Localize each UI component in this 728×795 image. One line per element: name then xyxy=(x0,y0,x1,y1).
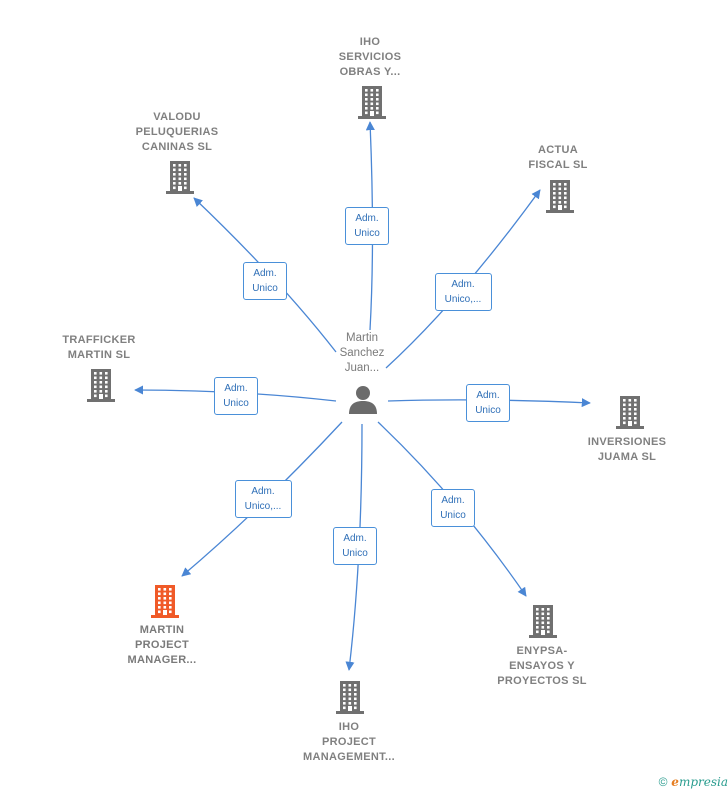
company-label-line: IHO xyxy=(359,36,381,48)
role-badge-iho-servicios[interactable]: Adm. Unico xyxy=(345,207,389,245)
role-badge-line: Adm. xyxy=(451,279,475,290)
copyright-icon: © xyxy=(658,775,668,789)
company-label-inversiones-juama[interactable]: INVERSIONES JUAMA SL xyxy=(567,435,687,465)
role-badge-line: Adm. xyxy=(476,390,500,401)
role-badge-line: Unico xyxy=(342,548,368,559)
role-badge-line: Adm. xyxy=(343,533,367,544)
company-label-line: VALODU xyxy=(153,111,201,123)
company-node-iho-servicios[interactable] xyxy=(357,85,387,124)
company-node-martin-project[interactable] xyxy=(150,584,180,623)
company-label-iho-project[interactable]: IHO PROJECT MANAGEMENT... xyxy=(289,720,409,765)
company-label-line: TRAFFICKER xyxy=(62,334,136,346)
company-label-trafficker[interactable]: TRAFFICKER MARTIN SL xyxy=(39,333,159,363)
empresia-logo-text: mpresia xyxy=(678,775,728,789)
role-badge-line: Adm. xyxy=(224,383,248,394)
company-node-valodu[interactable] xyxy=(165,160,195,199)
empresia-footer[interactable]: © empresia xyxy=(659,775,728,789)
role-badge-valodu[interactable]: Adm. Unico xyxy=(243,262,287,300)
company-label-line: MANAGER... xyxy=(127,654,197,666)
center-person-label[interactable]: Martin Sanchez Juan... xyxy=(322,331,402,376)
company-node-enypsa[interactable] xyxy=(528,604,558,643)
company-label-line: IHO xyxy=(338,721,360,733)
company-label-actua-fiscal[interactable]: ACTUA FISCAL SL xyxy=(498,143,618,173)
company-node-actua-fiscal[interactable] xyxy=(545,179,575,218)
company-label-line: SERVICIOS xyxy=(338,51,402,63)
role-badge-line: Unico xyxy=(475,405,501,416)
role-badge-iho-project[interactable]: Adm. Unico xyxy=(333,527,377,565)
role-badge-actua-fiscal[interactable]: Adm. Unico,... xyxy=(434,273,492,311)
building-icon xyxy=(166,161,194,194)
role-badge-line: Unico xyxy=(440,510,466,521)
company-label-martin-project[interactable]: MARTIN PROJECT MANAGER... xyxy=(102,623,222,668)
role-badge-enypsa[interactable]: Adm. Unico xyxy=(431,489,475,527)
role-badge-line: Adm. xyxy=(251,486,275,497)
company-label-line: ENYPSA- xyxy=(516,645,568,657)
company-label-line: CANINAS SL xyxy=(141,141,213,153)
company-node-inversiones-juama[interactable] xyxy=(615,395,645,434)
building-icon xyxy=(336,681,364,714)
role-badge-martin-project[interactable]: Adm. Unico,... xyxy=(234,480,292,518)
company-label-line: PROYECTOS SL xyxy=(497,675,587,687)
company-label-line: OBRAS Y... xyxy=(339,66,401,78)
building-icon xyxy=(358,86,386,119)
role-badge-line: Adm. xyxy=(355,213,379,224)
center-label-line: Sanchez xyxy=(339,347,385,359)
company-label-iho-servicios[interactable]: IHO SERVICIOS OBRAS Y... xyxy=(310,35,430,80)
building-icon xyxy=(151,585,179,618)
company-label-line: ENSAYOS Y xyxy=(509,660,575,672)
role-badge-line: Adm. xyxy=(441,495,465,506)
company-label-line: ACTUA xyxy=(538,144,578,156)
empresia-logo-initial: e xyxy=(671,775,679,789)
role-badge-line: Adm. xyxy=(253,268,277,279)
role-badge-line: Unico,... xyxy=(444,294,482,305)
building-icon xyxy=(616,396,644,429)
company-label-line: JUAMA SL xyxy=(597,451,657,463)
company-label-line: PROJECT xyxy=(134,639,190,651)
company-label-line: PROJECT xyxy=(321,736,377,748)
company-label-line: INVERSIONES xyxy=(587,436,667,448)
role-badge-trafficker[interactable]: Adm. Unico xyxy=(214,377,258,415)
role-badge-inversiones-juama[interactable]: Adm. Unico xyxy=(466,384,510,422)
company-label-line: MARTIN xyxy=(139,624,185,636)
role-badge-line: Unico xyxy=(223,398,249,409)
person-icon[interactable] xyxy=(346,383,380,417)
center-label-line: Martin xyxy=(346,332,378,344)
building-icon xyxy=(546,180,574,213)
company-label-line: FISCAL SL xyxy=(528,159,588,171)
company-label-line: MANAGEMENT... xyxy=(303,751,395,763)
role-badge-line: Unico,... xyxy=(244,501,282,512)
role-badge-line: Unico xyxy=(252,283,278,294)
center-label-line: Juan... xyxy=(344,362,380,374)
role-badge-line: Unico xyxy=(354,228,380,239)
company-label-line: MARTIN SL xyxy=(67,349,131,361)
company-label-valodu[interactable]: VALODU PELUQUERIAS CANINAS SL xyxy=(117,110,237,155)
company-node-iho-project[interactable] xyxy=(335,680,365,719)
company-label-enypsa[interactable]: ENYPSA- ENSAYOS Y PROYECTOS SL xyxy=(482,644,602,689)
building-icon xyxy=(529,605,557,638)
company-node-trafficker[interactable] xyxy=(86,368,116,407)
building-icon xyxy=(87,369,115,402)
company-label-line: PELUQUERIAS xyxy=(135,126,219,138)
